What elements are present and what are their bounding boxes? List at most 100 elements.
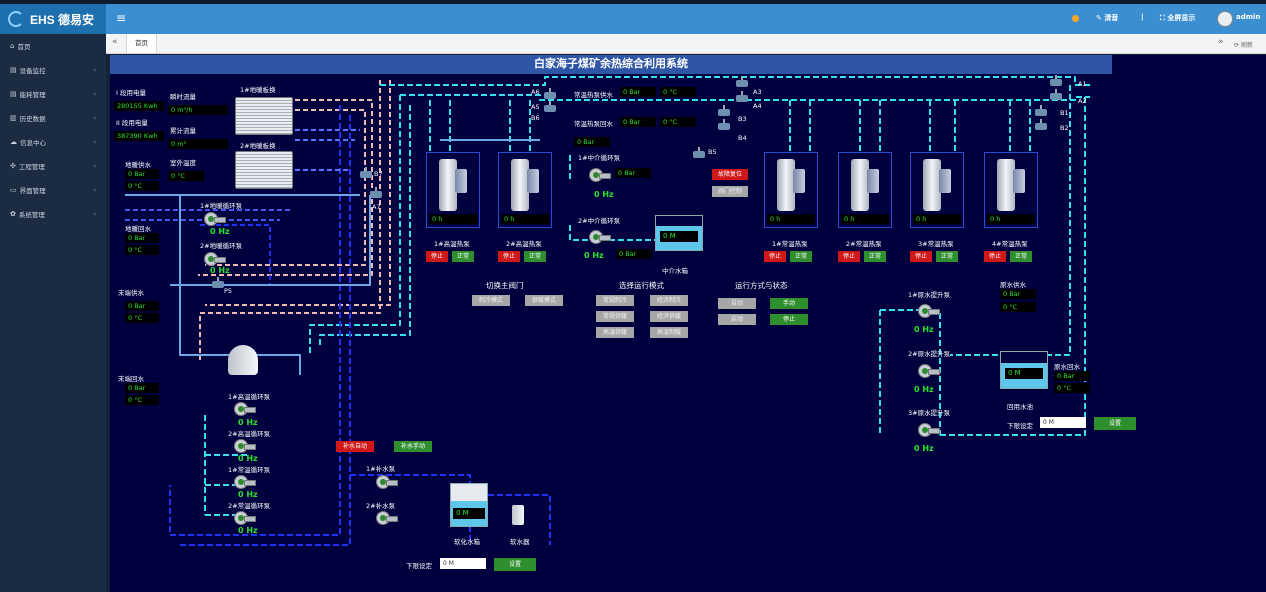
run-mode-option-4[interactable]: 高温供暖 bbox=[596, 327, 634, 338]
lower-limit-input[interactable]: 0 M bbox=[440, 558, 486, 569]
manual-button[interactable]: 手动 bbox=[770, 298, 808, 309]
valve-b7-icon[interactable] bbox=[360, 167, 372, 179]
heat-pump-stop-button[interactable]: 停止 bbox=[764, 251, 786, 262]
sidebar-item-3[interactable]: ▥历史数据‹ bbox=[0, 106, 106, 130]
run-mode-option-0[interactable]: 常规制冷 bbox=[596, 295, 634, 306]
start-button[interactable]: 启动 bbox=[718, 314, 756, 325]
heat-pump-unit-2[interactable]: 0 h bbox=[498, 152, 552, 228]
mid-pump2-icon[interactable] bbox=[585, 229, 611, 245]
mid-pump1-icon[interactable] bbox=[585, 167, 611, 183]
heat-pump-unit-1[interactable]: 0 h bbox=[426, 152, 480, 228]
makeup-auto-button[interactable]: 补水自动 bbox=[336, 441, 374, 452]
hx2-exchanger[interactable] bbox=[235, 151, 293, 189]
raw-pump3-icon[interactable] bbox=[914, 422, 940, 438]
run-mode-option-2[interactable]: 常规供暖 bbox=[596, 311, 634, 322]
raw-pump2-icon[interactable] bbox=[914, 363, 940, 379]
heat-pump-unit-3[interactable]: 0 h bbox=[764, 152, 818, 228]
heat-pump-body bbox=[777, 159, 795, 211]
set-button-2[interactable]: 设置 bbox=[1094, 417, 1136, 430]
pipe-cyan-6 bbox=[940, 97, 1086, 436]
clear-button[interactable]: ✎ 清音 bbox=[1096, 14, 1119, 22]
run-mode-option-3[interactable]: 经济供暖 bbox=[650, 311, 688, 322]
hx1-exchanger[interactable] bbox=[235, 97, 293, 135]
switch-cooling-button[interactable]: 制冷模式 bbox=[472, 295, 510, 306]
pipe-pink-2 bbox=[205, 109, 366, 266]
valve-a3-label: A3 bbox=[753, 88, 762, 96]
valve-a1-icon[interactable] bbox=[1050, 75, 1062, 87]
valve-a6-icon[interactable] bbox=[544, 88, 556, 100]
valve-b3-icon[interactable] bbox=[718, 105, 730, 117]
stop-button[interactable]: 停止 bbox=[770, 314, 808, 325]
sidebar-item-1[interactable]: ▤设备监控‹ bbox=[0, 58, 106, 82]
boiler-vessel[interactable] bbox=[228, 345, 258, 375]
switch-heating-button[interactable]: 供暖模式 bbox=[525, 295, 563, 306]
floor-pump1-icon[interactable] bbox=[200, 211, 226, 227]
acc-flow-label: 累计流量 bbox=[170, 127, 196, 135]
sidebar-item-5[interactable]: ✣工程管理‹ bbox=[0, 154, 106, 178]
raw-pump1-icon[interactable] bbox=[914, 303, 940, 319]
pipe-blue-1 bbox=[169, 105, 341, 536]
pipe-cyan-4 bbox=[319, 105, 411, 345]
avatar[interactable] bbox=[1217, 11, 1233, 27]
sidebar-item-4[interactable]: ☁信息中心‹ bbox=[0, 130, 106, 154]
menu-toggle-icon[interactable]: ≡ bbox=[116, 11, 127, 25]
soft-tank-level: 0 M bbox=[453, 508, 485, 519]
mid-pump-bar: 0 Bar bbox=[615, 168, 651, 178]
sidebar-item-0[interactable]: ⌂首页 bbox=[0, 34, 106, 58]
tab-home[interactable]: 首页 bbox=[126, 34, 157, 53]
valve-b5-icon[interactable] bbox=[693, 147, 705, 159]
soft-water-tank[interactable] bbox=[450, 483, 488, 527]
nt-pump2-icon[interactable] bbox=[230, 510, 256, 526]
inst-flow-value: 0 m³/h bbox=[168, 105, 228, 115]
heat-pump-unit-4[interactable]: 0 h bbox=[838, 152, 892, 228]
ht-pump1-icon[interactable] bbox=[230, 401, 256, 417]
user-name[interactable]: admin bbox=[1236, 13, 1261, 21]
heat-pump-stop-button[interactable]: 停止 bbox=[426, 251, 448, 262]
valve-p5-icon[interactable] bbox=[212, 277, 224, 289]
valve-a1-label: A1 bbox=[1078, 80, 1087, 88]
notification-dot-icon[interactable] bbox=[1072, 15, 1079, 22]
ht-pump2-icon[interactable] bbox=[230, 438, 256, 454]
heat-pump-stop-button[interactable]: 停止 bbox=[984, 251, 1006, 262]
fullscreen-label: 全屏显示 bbox=[1167, 14, 1196, 22]
heat-pump-status-badge: 正常 bbox=[524, 251, 546, 262]
valve-a7-label: A7 bbox=[372, 203, 381, 211]
tab-scroll-right-icon[interactable]: » bbox=[1218, 37, 1224, 47]
sidebar-item-2[interactable]: ▤能耗管理‹ bbox=[0, 82, 106, 106]
nt-pump1-icon[interactable] bbox=[230, 474, 256, 490]
app-logo[interactable]: EHS 德易安 bbox=[0, 4, 106, 34]
heat-pump-label: 2#高温热泵 bbox=[506, 240, 542, 248]
heat-pump-hours: 0 h bbox=[987, 214, 1035, 224]
heat-pump-stop-button[interactable]: 停止 bbox=[498, 251, 520, 262]
fault-reset-button[interactable]: 故障复位 bbox=[712, 169, 748, 180]
valve-a2-icon[interactable] bbox=[1050, 89, 1062, 101]
sidebar-item-7[interactable]: ✿系统管理‹ bbox=[0, 202, 106, 226]
makeup-manual-button[interactable]: 补水手动 bbox=[394, 441, 432, 452]
tab-scroll-left-icon[interactable]: « bbox=[112, 37, 118, 47]
heat-pump-unit-5[interactable]: 0 h bbox=[910, 152, 964, 228]
valve-a7-icon[interactable] bbox=[370, 187, 382, 199]
run-mode-option-5[interactable]: 高温制暖 bbox=[650, 327, 688, 338]
heat-pump-unit-6[interactable]: 0 h bbox=[984, 152, 1038, 228]
run-mode-option-1[interactable]: 经济制冷 bbox=[650, 295, 688, 306]
valve-b1-icon[interactable] bbox=[1035, 105, 1047, 117]
valve-a3-icon[interactable] bbox=[736, 76, 748, 88]
heat-pump-stop-button[interactable]: 停止 bbox=[838, 251, 860, 262]
heat-pump-stop-button[interactable]: 停止 bbox=[910, 251, 932, 262]
softener-unit[interactable] bbox=[512, 505, 524, 525]
valve-control-button[interactable]: 阀门控制 bbox=[712, 186, 748, 197]
valve-b4-icon[interactable] bbox=[718, 119, 730, 131]
floor-pump2-icon[interactable] bbox=[200, 251, 226, 267]
valve-a5-icon[interactable] bbox=[544, 101, 556, 113]
set-button[interactable]: 设置 bbox=[494, 558, 536, 571]
makeup-pump1-icon[interactable] bbox=[372, 474, 398, 490]
refresh-button[interactable]: ⟳ 刷新 bbox=[1234, 42, 1253, 49]
valve-b2-icon[interactable] bbox=[1035, 119, 1047, 131]
makeup-pump2-icon[interactable] bbox=[372, 510, 398, 526]
fullscreen-button[interactable]: ⛶ 全屏显示 bbox=[1160, 14, 1196, 22]
valve-a4-icon[interactable] bbox=[736, 91, 748, 103]
lower-limit-input-2[interactable]: 0 M bbox=[1040, 417, 1086, 428]
heat-pump-label: 1#高温热泵 bbox=[434, 240, 470, 248]
sidebar-item-6[interactable]: ▭界面管理‹ bbox=[0, 178, 106, 202]
auto-button[interactable]: 自动 bbox=[718, 298, 756, 309]
